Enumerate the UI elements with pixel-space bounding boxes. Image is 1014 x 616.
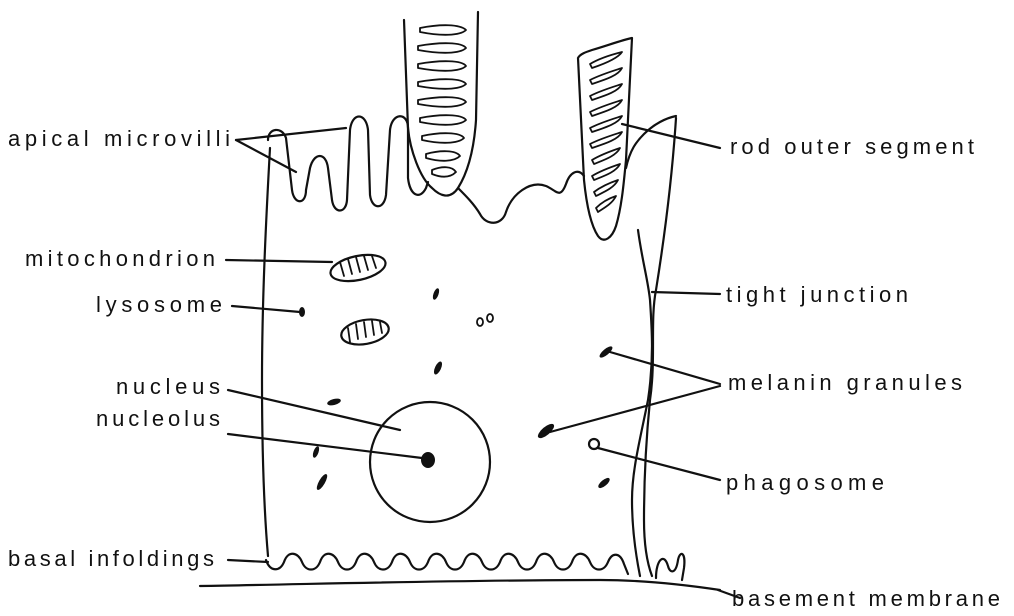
small-vesicles <box>477 314 493 326</box>
label-rod-outer-segment: rod outer segment <box>730 134 974 159</box>
label-melanin-granules: melanin granules <box>728 370 962 395</box>
nucleolus <box>421 452 435 468</box>
label-mitochondrion: mitochondrion <box>25 246 215 271</box>
apical-surface-middle <box>458 172 584 223</box>
mitochondrion-2 <box>339 316 390 348</box>
basal-infolding-right <box>656 554 684 580</box>
leader-lines <box>226 124 740 598</box>
rod-outer-segment-2 <box>578 38 632 240</box>
cell-left-wall <box>262 148 270 556</box>
melanin-granules <box>312 288 614 492</box>
basal-infoldings <box>266 554 628 574</box>
label-nucleus: nucleus <box>116 374 220 399</box>
label-apical-microvilli: apical microvilli <box>8 126 230 151</box>
label-basal-infoldings: basal infoldings <box>8 546 214 571</box>
label-lysosome: lysosome <box>96 292 222 317</box>
apical-microvilli <box>268 116 428 210</box>
label-basement-membrane: basement membrane <box>732 586 1000 611</box>
mitochondrion-1 <box>328 250 388 285</box>
rod-outer-segment-1 <box>404 12 478 196</box>
label-phagosome: phagosome <box>726 470 884 495</box>
label-tight-junction: tight junction <box>726 282 908 307</box>
apical-surface-right <box>626 116 676 168</box>
cell-right-wall-outer <box>644 118 676 576</box>
label-nucleolus: nucleolus <box>96 406 220 431</box>
basement-membrane <box>200 580 720 590</box>
